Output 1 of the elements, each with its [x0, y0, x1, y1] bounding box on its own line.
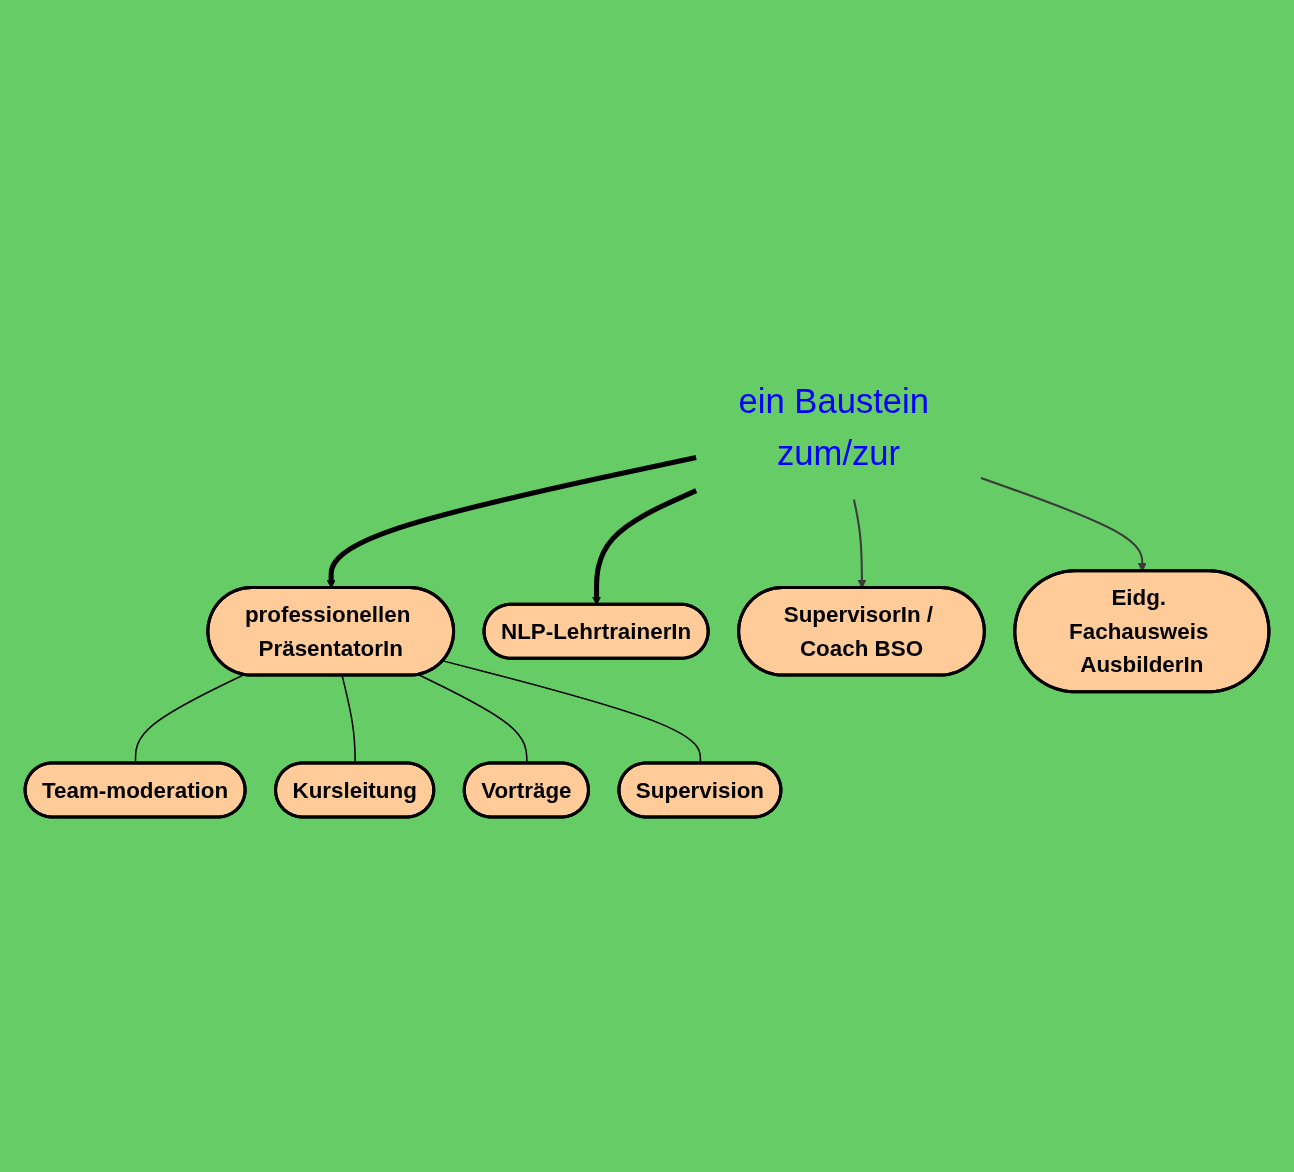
node-text: ein Baustein zum/zur: [738, 381, 929, 473]
